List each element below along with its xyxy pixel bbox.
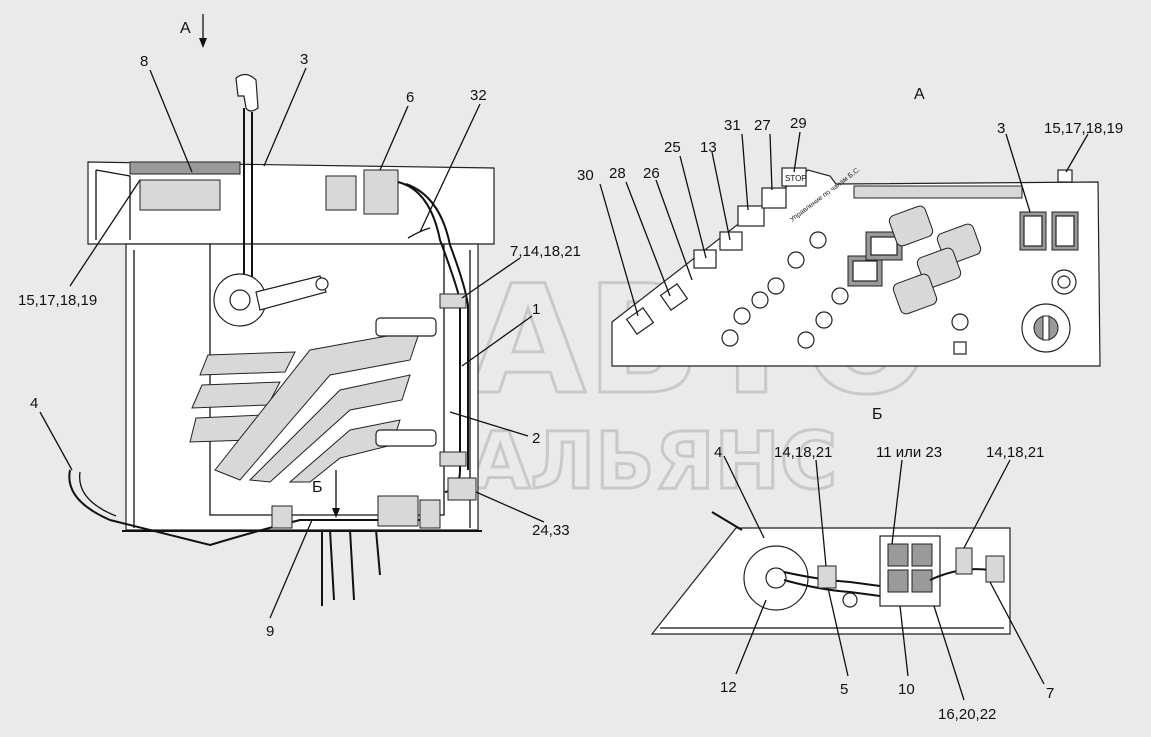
- lid-inner-edge: [95, 169, 131, 240]
- harness-bottom-inner: [79, 471, 117, 517]
- bottom-stub-4: [711, 511, 743, 531]
- bottom-clamp-5: [817, 565, 837, 589]
- bottom-leader-lines: [723, 455, 1045, 701]
- panel-stop-text-top: STOP: [785, 174, 807, 183]
- callout-b-10: 10: [898, 681, 915, 698]
- panel-tab: [1057, 169, 1073, 183]
- cabinet-inner-panel: [209, 244, 445, 516]
- bottom-connector-block: [879, 535, 941, 607]
- callout-b-14-18-21-b: 14,18,21: [986, 444, 1044, 461]
- callout-b-7: 7: [1046, 685, 1054, 702]
- harness-clamp-upper: [439, 293, 467, 309]
- panel-small-square: [953, 341, 967, 355]
- callout-main-8: 8: [140, 53, 148, 70]
- callout-b-4: 4: [714, 444, 722, 461]
- callout-a-15-17-18-19: 15,17,18,19: [1044, 120, 1123, 137]
- watermark-line2: АЛЬЯНС: [470, 417, 837, 507]
- callout-main-7-14-18-21: 7,14,18,21: [510, 243, 581, 260]
- view-arrow-a-head: [199, 38, 207, 48]
- view-b-title: Б: [872, 406, 883, 423]
- callout-a-31: 31: [724, 117, 741, 134]
- view-arrow-b-head: [332, 508, 340, 518]
- callout-b-14-18-21-a: 14,18,21: [774, 444, 832, 461]
- callout-a-29: 29: [790, 115, 807, 132]
- cabinet-logo-chevrons: [189, 329, 421, 483]
- joystick-handle-icon: [235, 73, 259, 300]
- callout-main-32: 32: [470, 87, 487, 104]
- view-a-title: А: [914, 86, 925, 103]
- callout-main-6: 6: [406, 89, 414, 106]
- pivot-mechanism: [213, 273, 329, 327]
- callout-b-11-or-23: 11 или 23: [876, 444, 942, 461]
- harness-bottom: [68, 469, 440, 547]
- rocker-switch-icon: [847, 211, 1079, 287]
- callout-a-26: 26: [643, 165, 660, 182]
- bottom-clamps: [271, 495, 441, 529]
- callout-main-15-17-18-19: 15,17,18,19: [18, 292, 97, 309]
- callout-a-3: 3: [997, 120, 1005, 137]
- callout-a-25: 25: [664, 139, 681, 156]
- bottom-clamp-14: [955, 547, 973, 575]
- callout-main-1: 1: [532, 301, 540, 318]
- callout-main-3: 3: [300, 51, 308, 68]
- harness-down-cables: [321, 529, 381, 606]
- panel-leader-lines: [599, 131, 1089, 317]
- round-toggle-icon: [721, 231, 849, 349]
- connector-icon: [985, 555, 1005, 583]
- bottom-grommet-12: [743, 545, 809, 611]
- panel-top-strip: [853, 185, 1023, 199]
- cabinet-slot-upper: [375, 317, 437, 337]
- main-leader-lines: [39, 67, 545, 619]
- callout-main-9: 9: [266, 623, 274, 640]
- callout-a-28: 28: [609, 165, 626, 182]
- callout-main-4: 4: [30, 395, 38, 412]
- view-arrow-a-label: А: [180, 20, 191, 37]
- connector-24-33: [447, 477, 477, 501]
- bottom-hole: [842, 592, 858, 608]
- callout-a-13: 13: [700, 139, 717, 156]
- main-cabinet-view: А: [18, 14, 581, 640]
- view-b-bottom: Б: [650, 406, 1054, 723]
- callout-b-5: 5: [840, 681, 848, 698]
- lid-switch-block: [129, 161, 399, 215]
- harness-clamp-lower: [439, 451, 467, 467]
- callout-main-2: 2: [532, 430, 540, 447]
- callout-main-24-33: 24,33: [532, 522, 570, 539]
- round-button-inner: [1057, 275, 1071, 289]
- view-arrow-b-label: Б: [312, 479, 323, 496]
- view-a-control-panel: А STOP: [577, 86, 1123, 367]
- callout-a-27: 27: [754, 117, 771, 134]
- panel-blank-plates: [888, 205, 982, 315]
- callout-b-12: 12: [720, 679, 737, 696]
- stop-button: [951, 313, 969, 331]
- cabinet-slot-lower: [375, 429, 437, 447]
- callout-a-30: 30: [577, 167, 594, 184]
- ignition-key-icon: [1021, 303, 1071, 353]
- callout-b-16-20-22: 16,20,22: [938, 706, 996, 723]
- panel-diagonal-buttons: STOP: [625, 167, 807, 335]
